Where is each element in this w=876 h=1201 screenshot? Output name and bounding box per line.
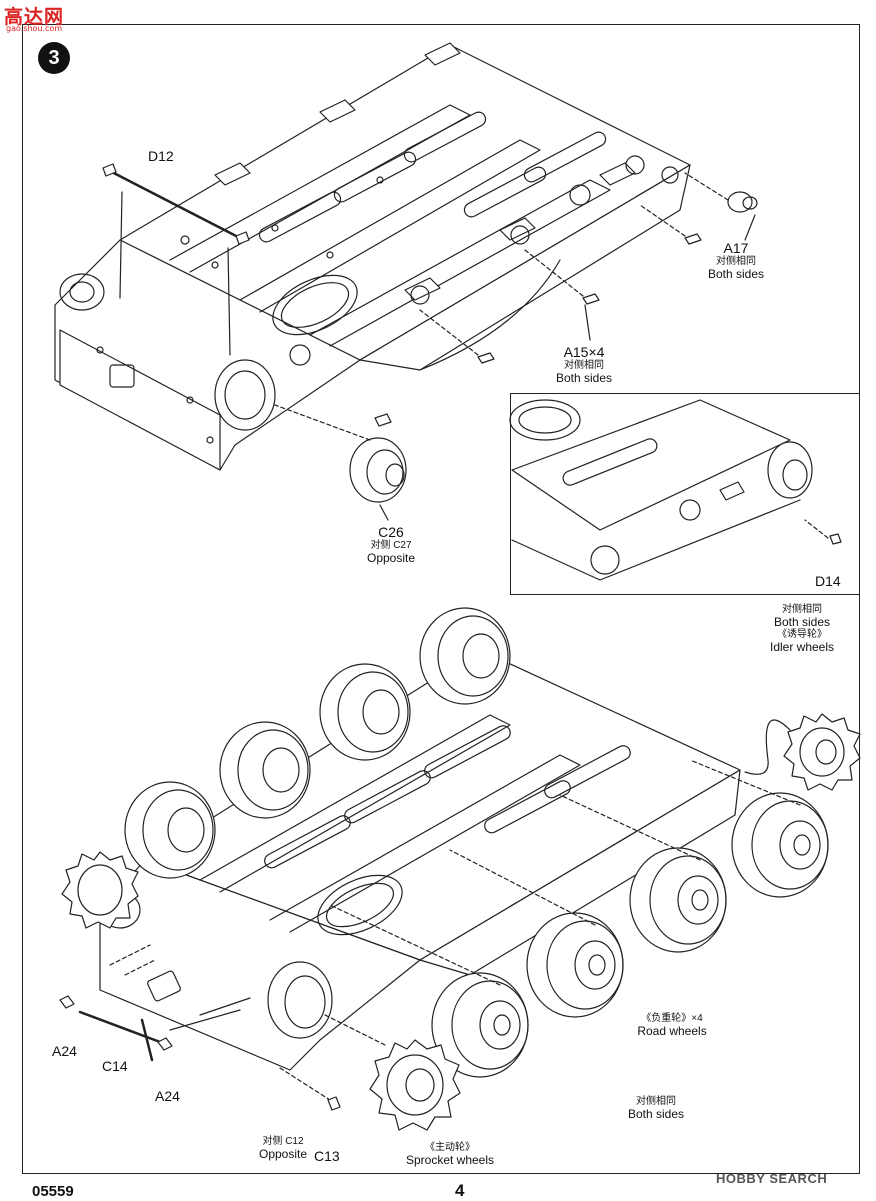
label-idler-cn1: 对侧相同 (782, 604, 822, 615)
inset-detail-drawing (509, 399, 842, 581)
label-a17-en: Both sides (707, 266, 765, 281)
label-a24-left: A24 (52, 1043, 77, 1059)
label-sprocket-cn: 《主动轮》 (425, 1142, 475, 1153)
label-c26-en: Opposite (366, 550, 416, 565)
label-road-cn: 《负重轮》×4 (641, 1013, 703, 1024)
product-code: 05559 (32, 1183, 74, 1200)
label-sprocket-en: Sprocket wheels (405, 1152, 495, 1167)
sprocket-left-drawing (61, 851, 139, 929)
part-c26-drawing (274, 404, 407, 503)
label-a15: A15×4 (563, 344, 605, 360)
label-c26: C26 (378, 524, 404, 540)
road-wheels-near-drawing (329, 759, 829, 1078)
label-c26-cn: 对侧 C27 (370, 540, 412, 552)
part-a17-drawing (684, 172, 758, 213)
page-frame (22, 24, 860, 1174)
watermark: HOBBY SEARCH (716, 1171, 828, 1186)
site-logo: 高达网 gao.shou.com (4, 2, 70, 36)
label-road-en: Road wheels (637, 1023, 707, 1038)
label-bottom-en: Both sides (627, 1106, 685, 1121)
label-a24-right: A24 (155, 1088, 180, 1104)
label-idler-group: 对侧相同 Both sides 《诱导轮》 Idler wheels (762, 604, 842, 655)
part-a15-drawing (419, 204, 702, 364)
label-bottom-cn: 对侧相同 (636, 1096, 676, 1107)
label-c12-group: 对侧 C12 Opposite (254, 1136, 312, 1161)
part-d12-drawing (102, 163, 250, 356)
label-a15-group: A15×4 对侧相同 Both sides (548, 344, 620, 385)
upper-hull-drawing (54, 42, 691, 471)
label-c12-cn: 对侧 C12 (262, 1136, 304, 1147)
sprocket-wheel-drawing (369, 1039, 461, 1131)
idler-wheel-drawing (783, 713, 861, 791)
label-c13: C13 (314, 1148, 340, 1164)
label-c12-en: Opposite (258, 1146, 308, 1161)
label-a17-cn: 对侧相同 (716, 256, 756, 268)
label-road-group: 《负重轮》×4 Road wheels (626, 1013, 718, 1038)
label-idler-en2: Idler wheels (769, 639, 835, 654)
label-a17: A17 (723, 240, 749, 256)
tow-tools-drawing (59, 944, 341, 1111)
logo-text: 高达网 (4, 6, 65, 28)
label-d12: D12 (148, 148, 174, 164)
label-a15-cn: 对侧相同 (564, 360, 604, 372)
label-idler-en1: Both sides (773, 614, 831, 629)
label-c14: C14 (102, 1058, 128, 1074)
label-a17-group: A17 对侧相同 Both sides (700, 240, 772, 281)
label-bottom-both-group: 对侧相同 Both sides (620, 1096, 692, 1121)
logo-subtext: gao.shou.com (6, 24, 63, 33)
lower-hull-drawing (99, 649, 741, 1071)
label-sprocket-group: 《主动轮》 Sprocket wheels (402, 1142, 498, 1167)
step-number-badge: 3 (38, 42, 70, 74)
label-c26-group: C26 对侧 C27 Opposite (355, 524, 427, 565)
road-wheels-far-drawing (124, 607, 511, 879)
label-a15-en: Both sides (555, 370, 613, 385)
page-number: 4 (455, 1181, 465, 1200)
label-d14: D14 (815, 573, 841, 589)
label-idler-cn2: 《诱导轮》 (777, 629, 827, 641)
inset-detail-box (510, 393, 860, 595)
